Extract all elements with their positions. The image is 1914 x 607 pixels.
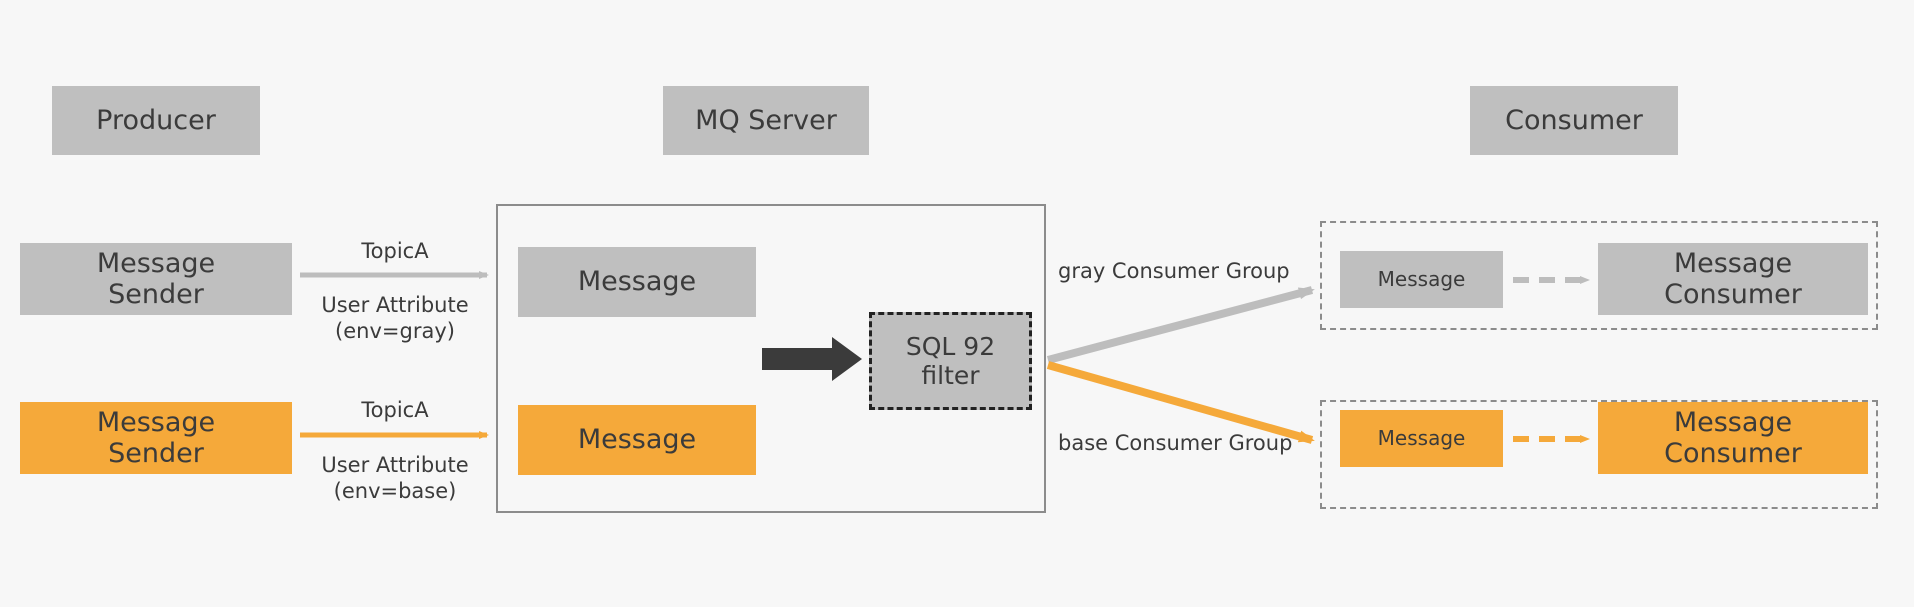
gray-message-consumer: Message Consumer [1598, 243, 1868, 315]
message-sender-orange: Message Sender [20, 402, 292, 474]
lane-header-mq-server: MQ Server [663, 86, 869, 155]
send-edge-orange-topic-label: TopicA [361, 398, 429, 422]
arrow-filter-to-base-consumer-group [1046, 361, 1315, 444]
gray-message-consumer-label: Message Consumer [1664, 247, 1802, 310]
lane-header-consumer: Consumer [1470, 86, 1678, 155]
send-edge-gray-attribute-label: User Attribute (env=gray) [321, 293, 469, 344]
sql92-filter-label: SQL 92 filter [905, 332, 996, 390]
base-message-consumer-label: Message Consumer [1664, 406, 1802, 469]
base-message-consumer: Message Consumer [1598, 402, 1868, 474]
gray-consumer-group [1320, 221, 1878, 330]
send-edge-gray-topic-label: TopicA [361, 239, 429, 263]
base-consumer-group-message-label: Message [1377, 425, 1466, 450]
consumer-edge-base-label: base Consumer Group [1058, 431, 1293, 455]
base-consumer-group [1320, 400, 1878, 509]
lane-header-producer: Producer [52, 86, 260, 155]
arrow-filter-to-gray-consumer-group [1046, 286, 1315, 364]
gray-consumer-group-message: Message [1340, 251, 1503, 308]
mq-server-container [496, 204, 1046, 513]
send-edge-orange-attribute-label: User Attribute (env=base) [321, 453, 469, 504]
lane-header-consumer-label: Consumer [1505, 104, 1643, 136]
consumer-edge-gray-label: gray Consumer Group [1058, 259, 1290, 283]
message-sender-gray-label: Message Sender [96, 247, 216, 310]
message-sender-gray: Message Sender [20, 243, 292, 315]
sql92-filter-box: SQL 92 filter [869, 312, 1032, 410]
base-consumer-group-message: Message [1340, 410, 1503, 467]
lane-header-producer-label: Producer [96, 104, 216, 136]
mq-message-orange: Message [518, 405, 756, 475]
gray-consumer-group-message-label: Message [1377, 266, 1466, 291]
mq-message-gray: Message [518, 247, 756, 317]
message-sender-orange-label: Message Sender [96, 406, 216, 469]
mq-message-gray-label: Message [577, 266, 697, 298]
lane-header-mq-server-label: MQ Server [695, 104, 837, 136]
mq-message-orange-label: Message [577, 424, 697, 456]
